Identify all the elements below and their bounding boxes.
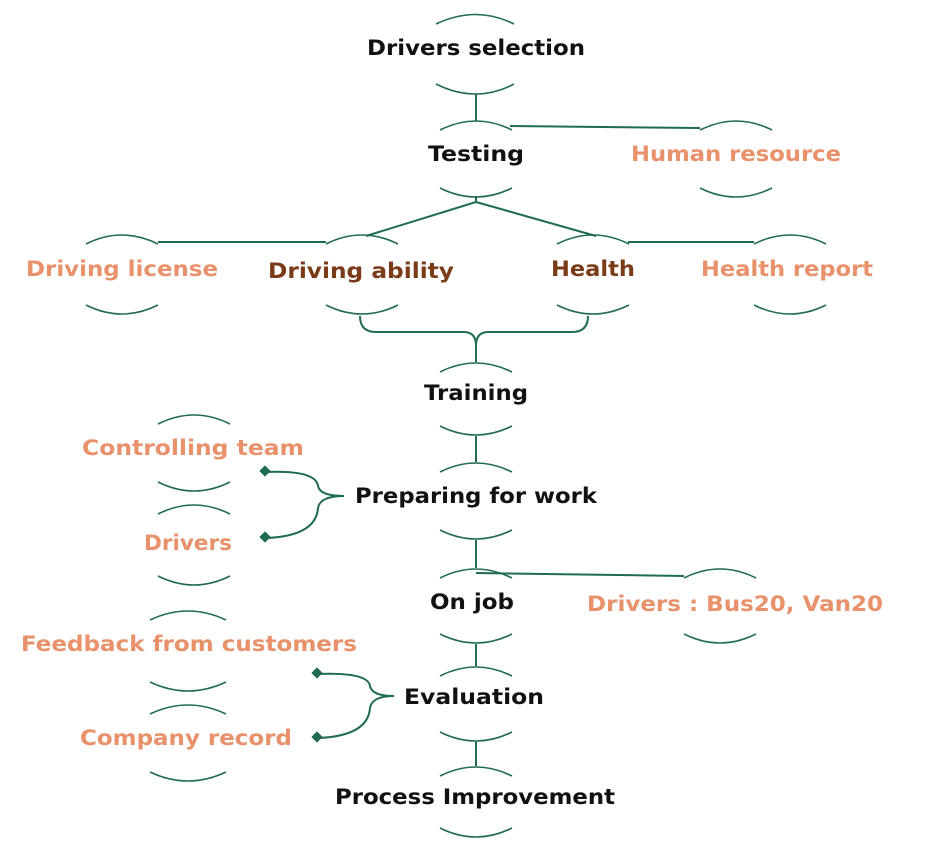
arc-drivers-bus-van-top: [683, 568, 757, 579]
node-drivers-selection: Drivers selection: [367, 36, 585, 60]
connector-on-job-drivers: [475, 572, 685, 577]
node-driving-ability: Driving ability: [268, 259, 454, 283]
node-feedback-from-customers: Feedback from customers: [21, 632, 357, 656]
node-company-record: Company record: [80, 726, 292, 750]
arc-evaluation-top: [439, 666, 513, 677]
arc-testing-top: [439, 120, 513, 131]
arc-preparing-top: [439, 462, 513, 473]
arc-company-record-top: [149, 704, 227, 715]
arc-health-bottom: [556, 304, 630, 315]
node-drivers-bus-van: Drivers : Bus20, Van20: [587, 592, 883, 616]
node-health-report: Health report: [701, 257, 873, 281]
node-human-resource: Human resource: [631, 142, 841, 166]
arc-drivers-top: [157, 504, 231, 515]
arc-controlling-team-top: [157, 414, 231, 425]
brace-markers: [259, 465, 323, 743]
arc-health-report-bottom: [753, 304, 827, 315]
connector-preparing-brace: [265, 470, 345, 539]
arc-process-improvement-bottom: [439, 827, 513, 838]
node-arcs: [85, 13, 827, 838]
connector-testing-human-resource: [509, 125, 701, 129]
node-health: Health: [551, 257, 635, 281]
arc-health-report-top: [753, 234, 827, 245]
node-preparing-for-work: Preparing for work: [355, 484, 598, 508]
marker-controlling-team: [259, 465, 271, 477]
node-evaluation: Evaluation: [404, 685, 544, 709]
arc-human-resource-bottom: [699, 187, 773, 198]
marker-feedback: [311, 667, 323, 679]
node-training: Training: [424, 381, 528, 405]
arc-driving-license-bottom: [85, 304, 159, 315]
node-driving-license: Driving license: [26, 257, 218, 281]
arc-testing-bottom: [439, 187, 513, 198]
arc-drivers-bus-van-bottom: [683, 633, 757, 644]
arc-on-job-top: [439, 568, 513, 579]
arc-preparing-bottom: [439, 529, 513, 540]
node-labels: Drivers selection Testing Human resource…: [21, 36, 883, 809]
arc-training-top: [439, 362, 513, 373]
connector-testing-health: [475, 201, 597, 237]
arc-driving-ability-bottom: [325, 304, 399, 315]
arc-drivers-selection-top: [435, 13, 515, 25]
node-on-job: On job: [430, 590, 514, 614]
node-controlling-team: Controlling team: [82, 436, 304, 460]
arc-company-record-bottom: [149, 771, 227, 782]
connector-brace-to-training: [359, 315, 589, 347]
marker-company-record: [311, 731, 323, 743]
connectors: [158, 94, 754, 766]
node-testing: Testing: [428, 142, 524, 166]
arc-human-resource-top: [699, 120, 773, 131]
arc-health-top: [556, 234, 630, 245]
node-drivers: Drivers: [144, 531, 232, 555]
connector-evaluation-brace: [317, 672, 395, 739]
arc-feedback-top: [149, 610, 227, 621]
connector-testing-driving-ability: [365, 201, 477, 237]
arc-evaluation-bottom: [439, 731, 513, 742]
node-process-improvement: Process Improvement: [335, 785, 615, 809]
arc-drivers-selection-bottom: [435, 83, 515, 95]
arc-on-job-bottom: [439, 633, 513, 644]
arc-driving-ability-top: [325, 234, 399, 245]
marker-drivers: [259, 531, 271, 543]
arc-driving-license-top: [85, 234, 159, 245]
arc-feedback-bottom: [149, 681, 227, 692]
arc-drivers-bottom: [157, 575, 231, 586]
arc-training-bottom: [439, 425, 513, 436]
arc-controlling-team-bottom: [157, 481, 231, 492]
arc-process-improvement-top: [439, 766, 513, 777]
